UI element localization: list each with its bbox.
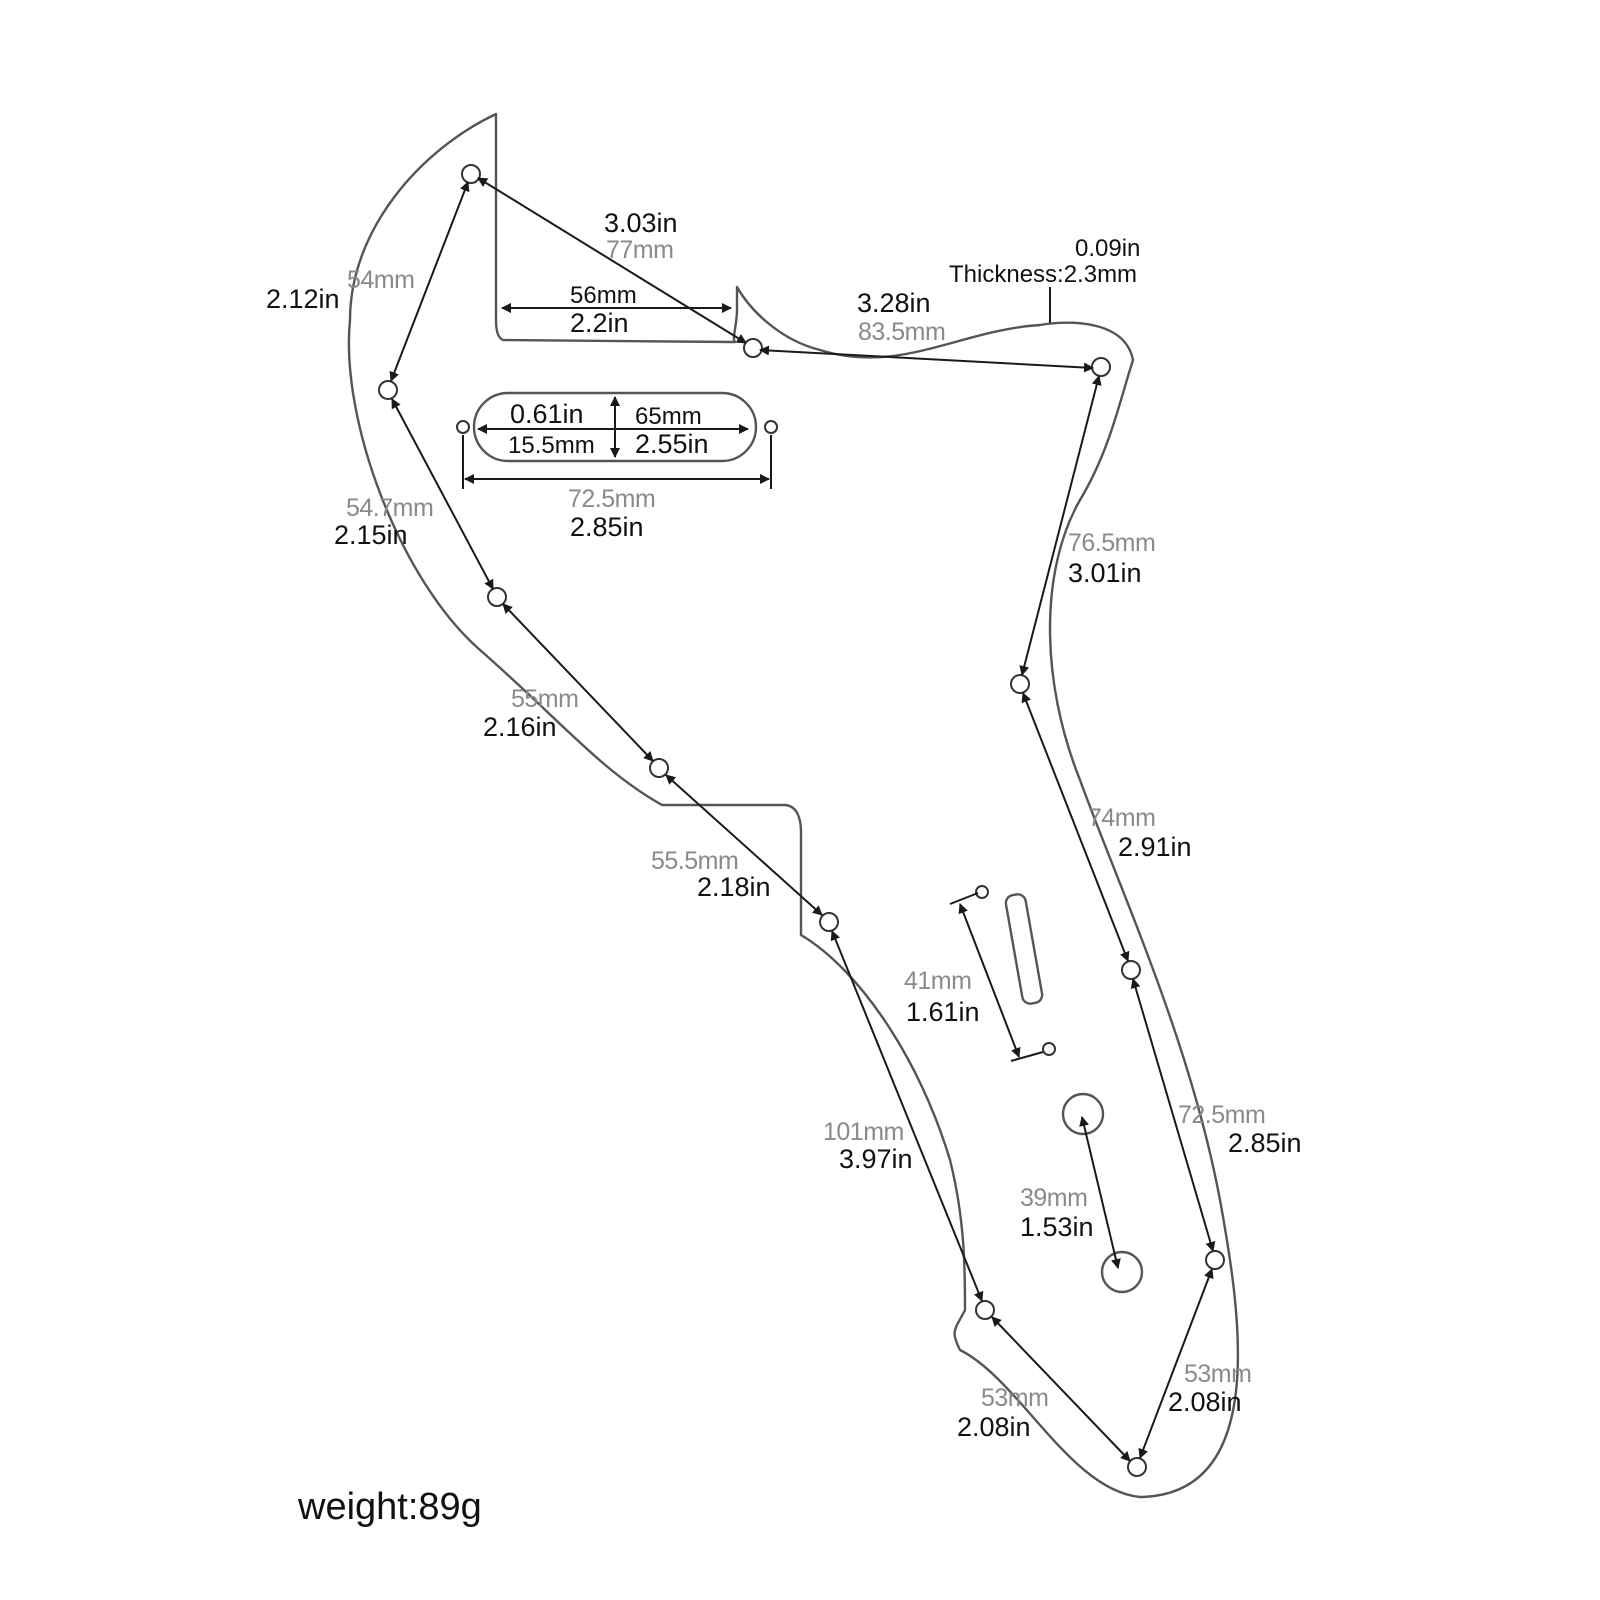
- tone-pot-hole: [1100, 1250, 1144, 1294]
- dim-arrow-h5-h6: [502, 603, 654, 762]
- screw-hole: [743, 338, 763, 358]
- dim-arrow-switch: [958, 903, 1021, 1058]
- label-pickup-height-mm: 15.5mm: [508, 432, 595, 459]
- label-h5-h6-mm: 55mm: [511, 685, 578, 713]
- screw-hole: [487, 587, 507, 607]
- label-top-edge-mm: 56mm: [570, 282, 637, 309]
- label-h7-h8-in: 3.97in: [839, 1144, 913, 1174]
- screw-hole: [1010, 674, 1030, 694]
- label-h1-h4-mm: 54mm: [347, 266, 414, 294]
- label-h4-h5-in: 2.15in: [334, 520, 408, 550]
- dim-arrow-h6-h7: [665, 774, 823, 916]
- switch-mount-hole-top: [975, 885, 989, 899]
- label-h8-h9-in: 2.08in: [957, 1412, 1031, 1442]
- label-pickup-length-mm: 65mm: [635, 403, 702, 430]
- volume-pot-hole: [1061, 1092, 1105, 1136]
- dim-arrow-h12-h11: [1130, 978, 1216, 1252]
- dim-arrow-h11-h9: [1138, 1268, 1214, 1459]
- dim-arrow-h4-h5: [391, 398, 494, 590]
- label-controls-mm: 39mm: [1020, 1184, 1087, 1212]
- label-h1-h2-in: 3.03in: [604, 208, 678, 238]
- screw-hole: [1127, 1457, 1147, 1477]
- screw-hole: [1205, 1250, 1225, 1270]
- label-h11-h9-in: 2.08in: [1168, 1387, 1242, 1417]
- label-h2-h3-mm: 83.5mm: [858, 318, 945, 346]
- label-controls-in: 1.53in: [1020, 1212, 1094, 1242]
- label-h1-h4-in: 2.12in: [266, 284, 340, 314]
- screw-hole: [1091, 357, 1111, 377]
- label-h2-h3-in: 3.28in: [857, 288, 931, 318]
- label-h4-h5-mm: 54.7mm: [346, 494, 433, 522]
- dim-arrow-h1-h2: [477, 177, 747, 344]
- dim-arrow-h13-h12: [1021, 692, 1130, 962]
- switch-slot: [1004, 893, 1044, 1005]
- dim-arrow-h8-h9: [991, 1316, 1131, 1462]
- label-h12-h11-in: 2.85in: [1228, 1128, 1302, 1158]
- label-pickup-span-mm: 72.5mm: [568, 485, 655, 513]
- screw-hole: [819, 912, 839, 932]
- pickup-mount-hole-left: [456, 420, 470, 434]
- screw-hole: [1121, 960, 1141, 980]
- dim-arrow-h1-h4: [389, 181, 470, 382]
- dim-arrow-h3-h13: [1019, 375, 1102, 676]
- label-h3-h13-in: 3.01in: [1068, 558, 1142, 588]
- screw-hole: [461, 164, 481, 184]
- label-h12-h11-mm: 72.5mm: [1178, 1101, 1265, 1129]
- dimension-labels: 3.03in 77mm 3.28in 83.5mm 54mm 2.12in 54…: [266, 208, 1302, 1528]
- label-h6-h7-mm: 55.5mm: [651, 847, 738, 875]
- label-h11-h9-mm: 53mm: [1184, 1360, 1251, 1388]
- dim-tick-switch-top: [949, 892, 979, 905]
- label-h13-h12-mm: 74mm: [1088, 804, 1155, 832]
- label-h1-h2-mm: 77mm: [606, 236, 673, 264]
- label-thickness: Thickness:2.3mm: [949, 261, 1137, 288]
- dim-arrow-h7-h8: [830, 930, 984, 1302]
- dimension-arrows: [389, 177, 1216, 1462]
- label-h5-h6-in: 2.16in: [483, 712, 557, 742]
- label-pickup-length-in: 2.55in: [635, 429, 709, 459]
- weight-label: weight:89g: [297, 1486, 482, 1528]
- label-h13-h12-in: 2.91in: [1118, 832, 1192, 862]
- screw-hole: [378, 380, 398, 400]
- pickup-mount-hole-right: [764, 420, 778, 434]
- switch-mount-hole-bottom: [1042, 1042, 1056, 1056]
- dim-arrow-controls: [1079, 1116, 1121, 1269]
- label-pickup-height-in: 0.61in: [510, 399, 584, 429]
- screw-hole: [649, 758, 669, 778]
- label-top-edge-in: 2.2in: [570, 308, 629, 338]
- label-switch-mm: 41mm: [904, 967, 971, 995]
- label-switch-in: 1.61in: [906, 997, 980, 1027]
- label-h8-h9-mm: 53mm: [981, 1384, 1048, 1412]
- label-thickness-in: 0.09in: [1075, 235, 1140, 262]
- dim-arrow-h2-h3: [759, 345, 1094, 373]
- label-h6-h7-in: 2.18in: [697, 872, 771, 902]
- label-pickup-span-in: 2.85in: [570, 512, 644, 542]
- screw-hole: [975, 1300, 995, 1320]
- label-h7-h8-mm: 101mm: [823, 1118, 904, 1146]
- dim-tick-switch-bottom: [1010, 1051, 1044, 1062]
- label-h3-h13-mm: 76.5mm: [1068, 529, 1155, 557]
